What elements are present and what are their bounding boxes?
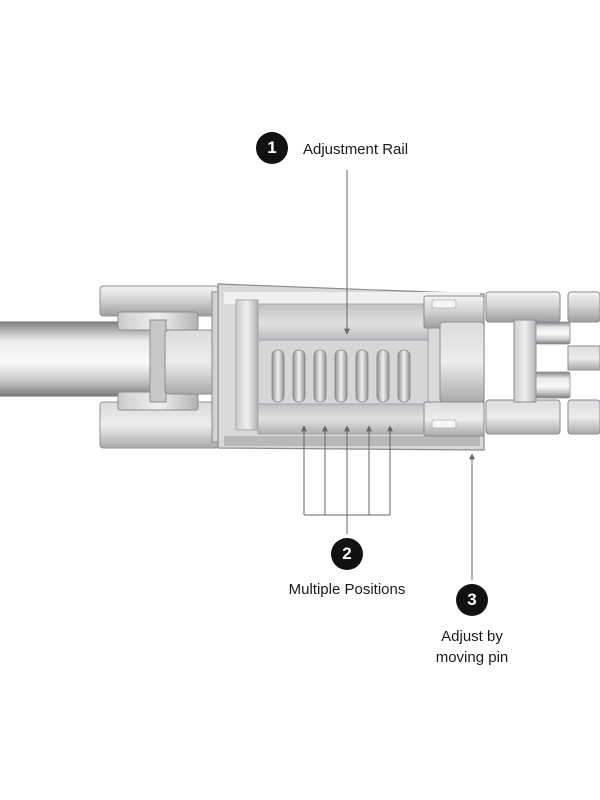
adjustment-rail bbox=[257, 303, 429, 435]
leader-multiple-positions-bracket bbox=[304, 514, 390, 534]
callout-label-line: moving pin bbox=[435, 649, 509, 666]
callout-number-badge: 2 bbox=[331, 538, 363, 570]
callout-number-badge: 3 bbox=[456, 584, 488, 616]
callout-label-moving-pin: Adjust by moving pin bbox=[424, 626, 520, 668]
leader-lines bbox=[301, 170, 475, 580]
clasp-end-link bbox=[423, 295, 485, 437]
callout-number-badge: 1 bbox=[256, 132, 288, 164]
rail-slots bbox=[271, 349, 411, 403]
clasp-blade bbox=[0, 321, 160, 397]
callout-label-line: Adjust by bbox=[441, 628, 503, 645]
bracelet-links bbox=[485, 291, 600, 435]
callout-label-adjustment-rail: Adjustment Rail bbox=[303, 141, 409, 158]
callout-label-multiple-positions: Multiple Positions bbox=[288, 581, 406, 598]
